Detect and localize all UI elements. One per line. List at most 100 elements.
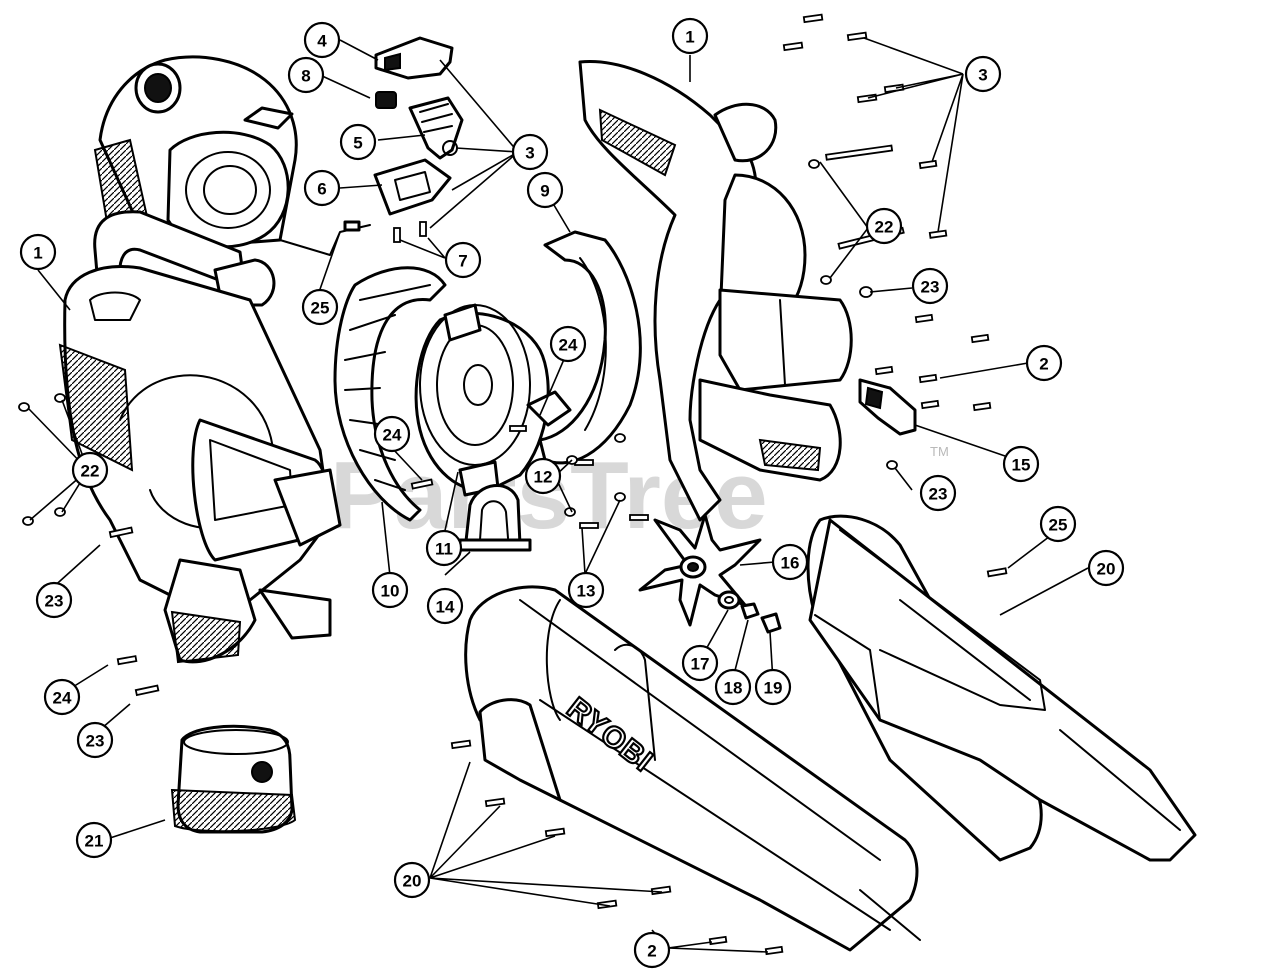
callout-label: 23: [929, 485, 948, 504]
callout-22: 22: [865, 207, 903, 245]
callout-16: 16: [771, 543, 809, 581]
callout-label: 18: [724, 679, 743, 698]
callout-circle: [1039, 505, 1077, 543]
callout-circle: [681, 644, 719, 682]
callout-label: 5: [353, 134, 362, 153]
callout-label: 15: [1012, 456, 1031, 475]
callout-14: 14: [426, 587, 464, 625]
callout-circle: [754, 668, 792, 706]
nozzle: [170, 724, 297, 834]
bracket: [458, 483, 532, 552]
callout-circle: [549, 325, 587, 363]
callout-circle: [911, 267, 949, 305]
callout-25: 25: [1039, 505, 1077, 543]
callout-circle: [287, 56, 325, 94]
callout-label: 20: [1097, 560, 1116, 579]
switch-parts: [279, 36, 464, 256]
callout-23: 23: [911, 267, 949, 305]
callout-circle: [339, 123, 377, 161]
callout-label: 14: [436, 598, 455, 617]
callout-20: 20: [393, 861, 431, 899]
blower-tube-lower: RYOBI: [464, 585, 921, 952]
callout-label: 1: [685, 28, 694, 47]
clip: [858, 378, 917, 436]
callout-21: 21: [75, 821, 113, 859]
callout-circle: [444, 241, 482, 279]
callout-24: 24: [43, 678, 81, 716]
blower-housing-assembly: [58, 55, 342, 664]
callout-label: 24: [383, 426, 402, 445]
callout-circle: [371, 571, 409, 609]
callout-22: 22: [71, 451, 109, 489]
callout-label: 13: [577, 582, 596, 601]
callout-circle: [714, 668, 752, 706]
callout-18: 18: [714, 668, 752, 706]
fasteners: [18, 13, 1008, 956]
callout-label: 9: [540, 182, 549, 201]
callout-label: 22: [875, 218, 894, 237]
callout-label: 23: [45, 592, 64, 611]
callout-circle: [671, 17, 709, 55]
fan-cover: [333, 266, 447, 522]
callout-4: 4: [303, 21, 341, 59]
callout-label: 20: [403, 872, 422, 891]
callout-label: 7: [458, 252, 467, 271]
callout-15: 15: [1002, 445, 1040, 483]
blower-tube-upper: [806, 514, 1197, 862]
callout-label: 2: [1039, 355, 1048, 374]
callout-circle: [919, 474, 957, 512]
callout-circle: [425, 529, 463, 567]
callout-label: 12: [534, 468, 553, 487]
callout-label: 8: [301, 67, 310, 86]
callout-23: 23: [919, 474, 957, 512]
callout-circle: [524, 457, 562, 495]
callout-25: 25: [301, 288, 339, 326]
callout-circle: [567, 571, 605, 609]
callout-label: 19: [764, 679, 783, 698]
callout-label: 10: [381, 582, 400, 601]
callout-circle: [1002, 445, 1040, 483]
callout-circle: [35, 581, 73, 619]
callout-circle: [426, 587, 464, 625]
callout-1: 1: [19, 233, 57, 271]
callout-label: 22: [81, 462, 100, 481]
callout-label: 17: [691, 655, 710, 674]
callout-23: 23: [35, 581, 73, 619]
callout-24: 24: [373, 415, 411, 453]
callout-17: 17: [681, 644, 719, 682]
callout-circle: [964, 55, 1002, 93]
callout-circle: [1087, 549, 1125, 587]
callout-20: 20: [1087, 549, 1125, 587]
callout-10: 10: [371, 571, 409, 609]
callout-label: 2: [647, 942, 656, 961]
callout-label: 3: [525, 144, 534, 163]
callout-circle: [76, 721, 114, 759]
callout-3: 3: [511, 133, 549, 171]
callout-8: 8: [287, 56, 325, 94]
callout-label: 21: [85, 832, 104, 851]
callout-19: 19: [754, 668, 792, 706]
callout-label: 23: [86, 732, 105, 751]
callout-circle: [633, 931, 671, 969]
callout-label: 25: [311, 299, 330, 318]
callout-11: 11: [425, 529, 463, 567]
callout-12: 12: [524, 457, 562, 495]
callout-circle: [19, 233, 57, 271]
callout-3: 3: [964, 55, 1002, 93]
callout-23: 23: [76, 721, 114, 759]
callout-circle: [511, 133, 549, 171]
callout-7: 7: [444, 241, 482, 279]
callout-2: 2: [633, 931, 671, 969]
callout-circle: [43, 678, 81, 716]
impeller: [638, 513, 782, 634]
callout-9: 9: [526, 171, 564, 209]
callout-label: 6: [317, 180, 326, 199]
callout-label: 24: [53, 689, 72, 708]
callout-label: 4: [317, 32, 327, 51]
callout-5: 5: [339, 123, 377, 161]
callout-circle: [865, 207, 903, 245]
callout-label: 23: [921, 278, 940, 297]
callout-circle: [393, 861, 431, 899]
callout-circle: [301, 288, 339, 326]
